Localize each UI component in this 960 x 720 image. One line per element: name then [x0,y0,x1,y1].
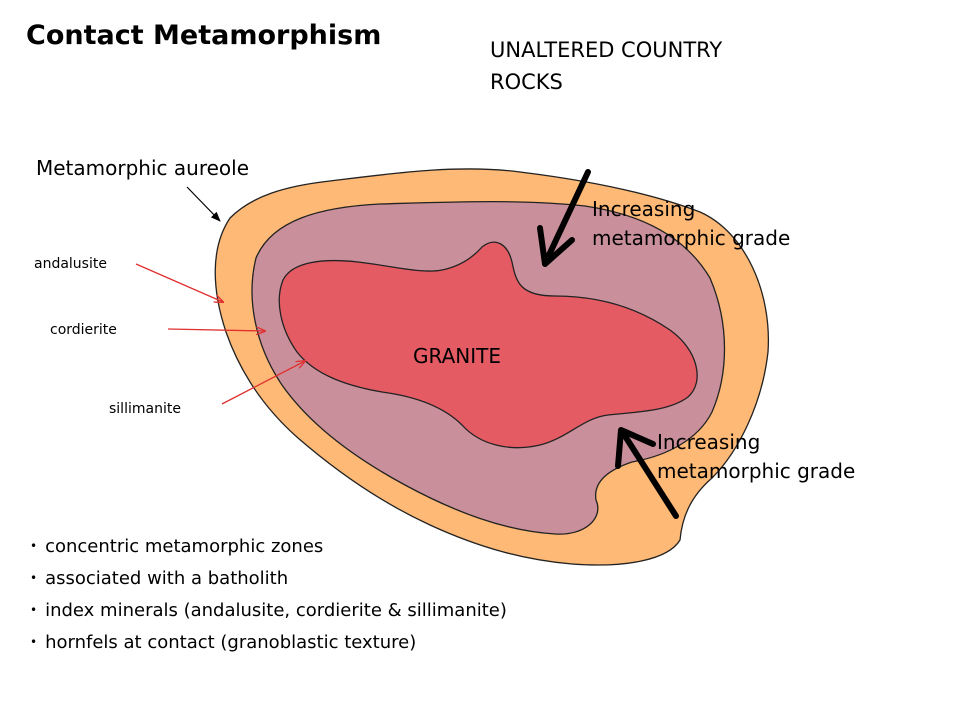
grade-label-lower-line1: Increasing [657,430,761,454]
grade-arrow-lower [615,427,679,519]
cordierite-label: cordierite [50,322,117,338]
country-rocks-label: UNALTERED COUNTRY ROCKS [490,34,722,98]
slide-title: Contact Metamorphism [26,20,382,51]
bullet-item: hornfels at contact (granoblastic textur… [30,630,507,662]
grade-label-upper-line1: Increasing [592,197,696,221]
bullet-item: concentric metamorphic zones [30,534,507,566]
grade-label-lower-line2: metamorphic grade [657,459,856,483]
country-rocks-line2: ROCKS [490,70,563,94]
grade-label-lower: Increasing metamorphic grade [657,428,855,486]
sillimanite-label: sillimanite [109,401,181,417]
sillimanite-pointer-arrow [221,361,305,405]
cordierite-pointer-arrow [167,329,265,331]
granite-label: GRANITE [413,344,501,368]
aureole-pointer-arrow [186,186,221,222]
country-rocks-line1: UNALTERED COUNTRY [490,38,723,62]
grade-arrow-upper [537,169,591,267]
grade-label-upper-line2: metamorphic grade [592,226,791,250]
andalusite-pointer-arrow [135,263,223,302]
grade-label-upper: Increasing metamorphic grade [592,195,790,253]
bullet-item: index minerals (andalusite, cordierite &… [30,598,507,630]
bullet-list: concentric metamorphic zones associated … [30,534,507,662]
andalusite-label: andalusite [34,256,107,272]
granite-core [278,241,698,449]
aureole-label: Metamorphic aureole [36,156,249,180]
bullet-item: associated with a batholith [30,566,507,598]
